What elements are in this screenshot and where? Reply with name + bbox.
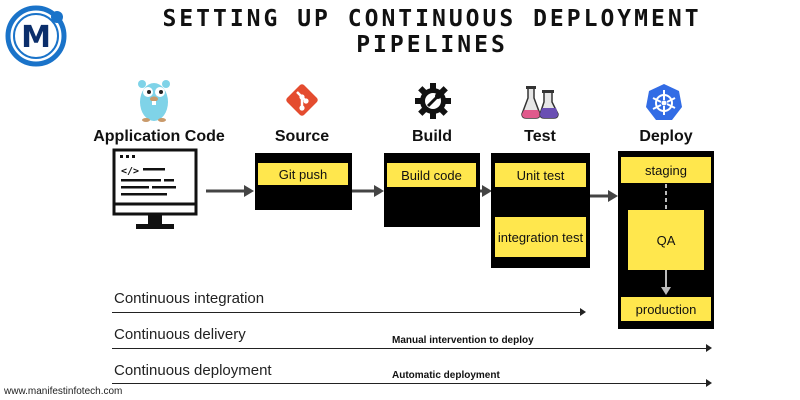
track-label-cd: Continuous delivery <box>114 326 246 343</box>
track-arrowhead-cd <box>706 344 712 352</box>
step-integration-test: integration test <box>495 217 586 257</box>
logo-letter: M <box>21 20 51 55</box>
track-label-ci: Continuous integration <box>114 290 265 307</box>
footer-url: www.manifestinfotech.com <box>4 386 123 397</box>
stage-label-source: Source <box>274 128 330 145</box>
gopher-icon <box>138 80 170 122</box>
step-qa: QA <box>628 210 704 270</box>
svg-text:</>: </> <box>121 166 139 177</box>
monitor-code-icon: </> <box>112 148 198 229</box>
track-arrowhead-cdep <box>706 379 712 387</box>
step-build-code: Build code <box>387 163 476 187</box>
track-arrowhead-ci <box>580 308 586 316</box>
track-line-cd <box>112 348 708 349</box>
track-note-cd: Manual intervention to deploy <box>392 335 534 346</box>
deploy-connectors <box>661 184 671 295</box>
stage-label-deploy: Deploy <box>639 128 693 145</box>
stage-label-build: Build <box>412 128 452 145</box>
track-label-cdep: Continuous deployment <box>114 362 272 379</box>
step-git-push: Git push <box>258 163 348 185</box>
stage-label-application-code: Application Code <box>93 128 225 145</box>
step-unit-test: Unit test <box>495 163 586 187</box>
track-note-cdep: Automatic deployment <box>392 370 500 381</box>
track-line-cdep <box>112 383 708 384</box>
kubernetes-icon <box>646 84 682 120</box>
stage-label-test: Test <box>524 128 556 145</box>
page-title: SETTING UP CONTINUOUS DEPLOYMENT PIPELIN… <box>162 6 702 58</box>
step-staging: staging <box>621 157 711 183</box>
gear-wrench-icon <box>415 83 451 119</box>
step-production: production <box>621 297 711 321</box>
lab-flasks-icon <box>521 86 559 119</box>
track-line-ci <box>112 312 582 313</box>
git-icon <box>286 84 318 116</box>
manifest-logo: M <box>5 5 67 67</box>
